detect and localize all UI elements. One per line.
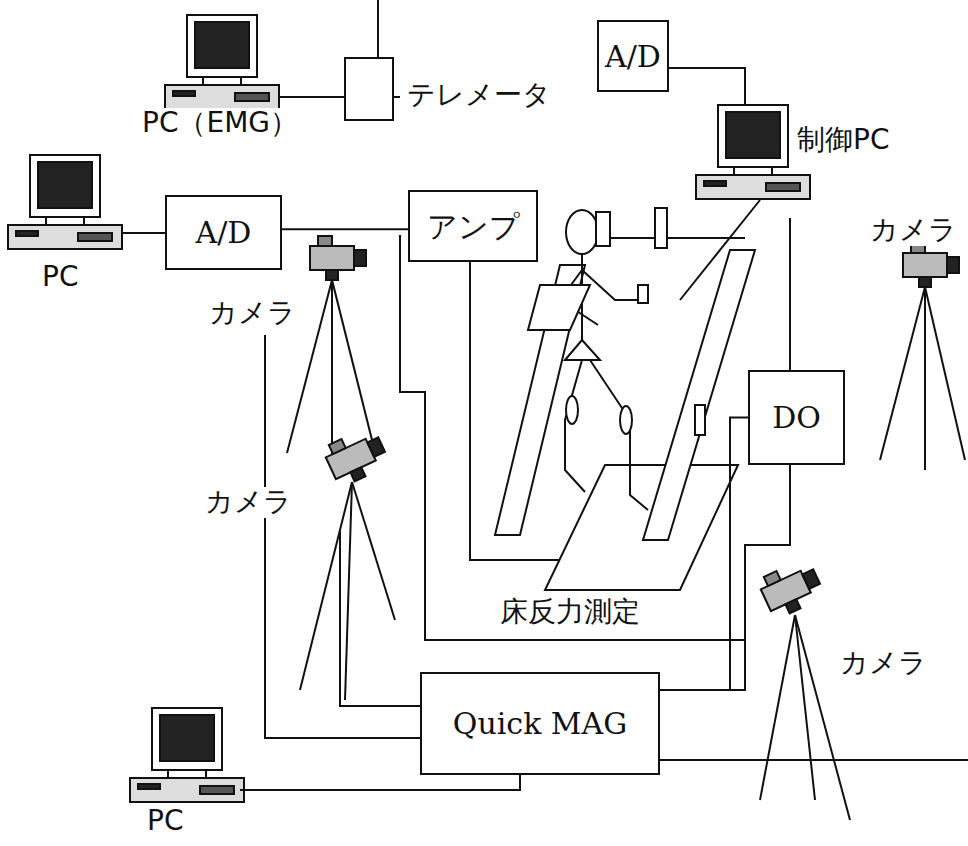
pc-icon — [165, 15, 279, 109]
telemeter-box — [345, 58, 393, 120]
camera-tripod — [760, 615, 850, 820]
text-label: カメラ — [207, 298, 298, 329]
text-label: PC — [40, 262, 80, 293]
block-box: DO — [748, 370, 845, 465]
camera-tripod — [322, 425, 391, 489]
camera-tripod — [287, 236, 374, 463]
camera-tripod — [880, 243, 965, 470]
text-label: PC（EMG） — [140, 108, 300, 139]
wire-connector — [660, 418, 748, 691]
block-box: A/D — [597, 20, 669, 92]
text-label: カメラ — [838, 648, 929, 679]
person-figure — [528, 210, 705, 510]
block-box: Quick MAG — [420, 672, 660, 775]
text-label: PC — [145, 806, 185, 837]
box-label: アンプ — [427, 210, 520, 243]
text-label: カメラ — [203, 487, 294, 518]
wire-connector — [282, 229, 408, 230]
text-label: カメラ — [868, 215, 959, 246]
box-label: A/D — [196, 216, 252, 249]
text-label: 床反力測定 — [498, 597, 642, 628]
box-label: Quick MAG — [453, 707, 627, 740]
block-box: A/D — [165, 195, 282, 270]
text-label: 制御PC — [795, 125, 891, 156]
pc-icon — [8, 155, 122, 249]
text-label: テレメータ — [405, 80, 553, 111]
pc-icon — [696, 105, 810, 199]
block-box: アンプ — [408, 190, 538, 262]
camera-tripod — [757, 557, 826, 621]
box-label: DO — [772, 401, 821, 434]
camera-tripod — [300, 482, 395, 700]
pc-icon — [130, 708, 244, 802]
box-label: A/D — [605, 40, 661, 73]
